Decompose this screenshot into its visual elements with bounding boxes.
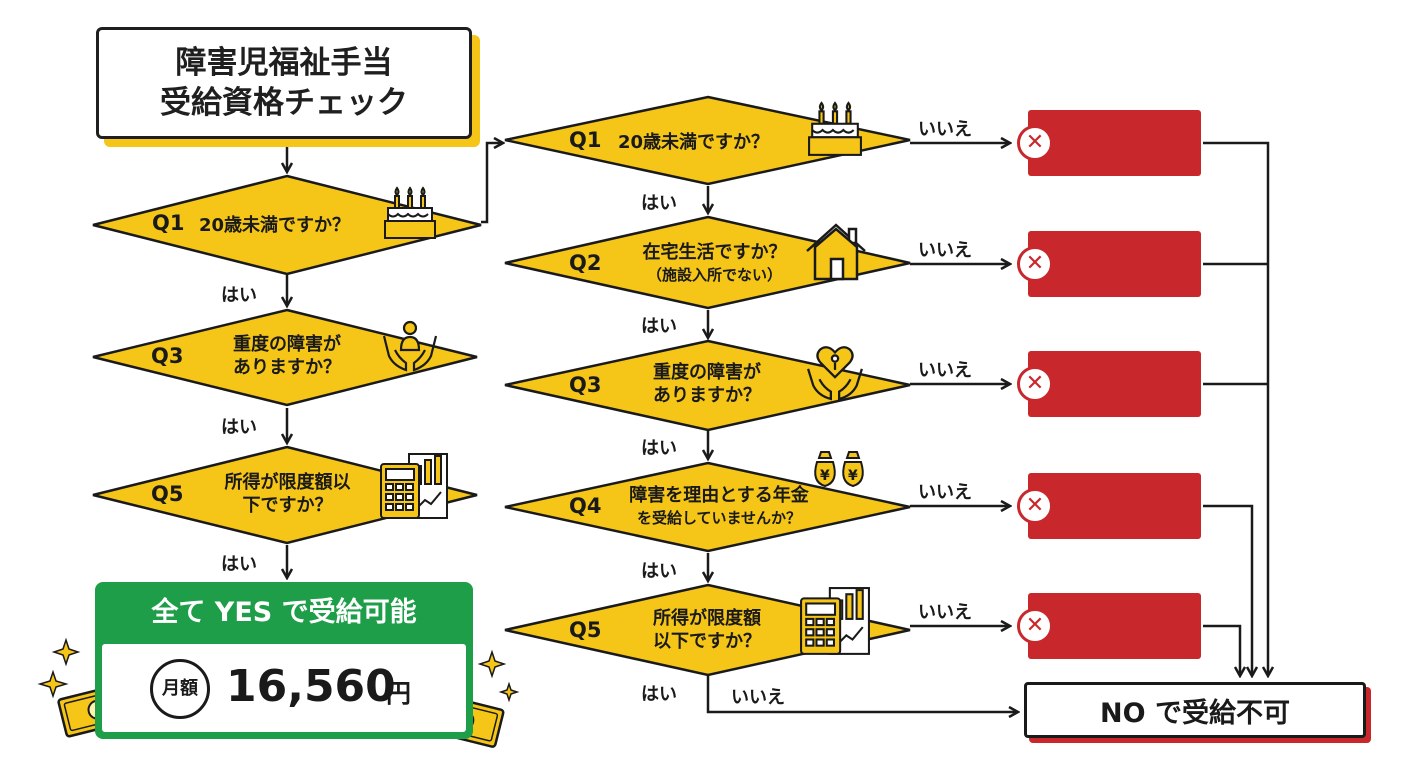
- yes-label: はい: [641, 561, 677, 582]
- stop-box-q3: [1028, 351, 1201, 417]
- title-box: 障害児福祉手当 受給資格チェック: [96, 27, 472, 139]
- left-q1-number: Q1: [152, 211, 185, 235]
- right-q4-text-line1: 障害を理由とする年金: [629, 485, 809, 506]
- right-q3-number: Q3: [569, 373, 602, 397]
- right-q4-text: 障害を理由とする年金 を受給していませんか？: [610, 484, 828, 530]
- yes-label: はい: [221, 554, 257, 575]
- birthday-cake-icon: [384, 186, 436, 239]
- right-q2-text: 在宅生活ですか？ （施設入所でない）: [622, 241, 807, 287]
- right-q2-text-line2: （施設入所でない）: [646, 266, 782, 284]
- no-label: いいえ: [918, 482, 972, 503]
- connectors: [287, 138, 1268, 712]
- no-label: いいえ: [918, 240, 972, 261]
- no-label: いいえ: [918, 119, 972, 140]
- amount-unit: 円: [386, 679, 412, 708]
- yen-money-bags-icon: ¥ ¥: [814, 451, 864, 488]
- result-yes-box: 全て YES で受給可能 月額 16,560 円: [95, 582, 473, 739]
- stop-box-q2: [1028, 231, 1201, 297]
- left-q5-text: 所得が限度額以 下ですか？: [200, 471, 375, 517]
- right-q5-number: Q5: [569, 618, 602, 642]
- result-amount-panel: 月額 16,560 円: [102, 644, 466, 732]
- amount-label-badge: 月額: [150, 659, 210, 719]
- right-q1-number: Q1: [569, 128, 602, 152]
- result-yes-title: 全て YES で受給可能: [151, 597, 417, 628]
- arrow-lq1-to-rq1: [481, 143, 503, 224]
- arrow-rq5-to-no: [706, 676, 1018, 712]
- left-q3-text-line2: ありますか？: [233, 357, 341, 378]
- yes-label: はい: [221, 417, 257, 438]
- result-no-box: NO で受給不可: [1024, 682, 1366, 738]
- no-label: いいえ: [918, 360, 972, 381]
- stop-box-q1: [1028, 110, 1201, 176]
- right-q5-text-line2: 以下ですか？: [653, 631, 761, 652]
- right-q5-text-line1: 所得が限度額: [653, 608, 761, 629]
- left-q3-text: 重度の障害が ありますか？: [212, 333, 362, 379]
- close-icon: ✕: [1017, 608, 1053, 644]
- title-line-1: 障害児福祉手当: [175, 45, 393, 81]
- line-stop4-to-no: [1203, 504, 1252, 676]
- close-icon: ✕: [1017, 246, 1053, 282]
- calculator-chart-icon: [800, 587, 870, 655]
- house-icon: [806, 223, 866, 281]
- right-q4-text-line2: を受給していませんか？: [636, 509, 802, 527]
- sparkle-icon: [51, 637, 81, 667]
- birthday-cake-icon: [808, 101, 862, 156]
- close-icon: ✕: [1017, 488, 1053, 524]
- close-icon: ✕: [1017, 366, 1053, 402]
- no-label: いいえ: [918, 602, 972, 623]
- calculator-chart-icon: [380, 453, 448, 519]
- left-q5-number: Q5: [151, 482, 184, 506]
- right-q2-text-line1: 在宅生活ですか？: [642, 242, 787, 263]
- left-q5-text-line1: 所得が限度額以: [224, 472, 351, 493]
- result-no-text: NO で受給不可: [1100, 697, 1290, 729]
- right-q2-number: Q2: [569, 251, 602, 275]
- right-q3-text-line1: 重度の障害が: [653, 362, 761, 383]
- left-q5-text-line2: 下ですか？: [242, 495, 333, 516]
- left-q1-text: 20歳未満ですか？: [199, 215, 351, 236]
- diamonds: [92, 95, 911, 677]
- sparkle-icon: [477, 649, 507, 679]
- right-q5-text: 所得が限度額 以下ですか？: [632, 607, 782, 653]
- yes-label: はい: [641, 193, 677, 214]
- caring-hands-icon: [382, 320, 438, 372]
- right-q3-text: 重度の障害が ありますか？: [632, 361, 782, 407]
- sparkle-icon: [37, 669, 69, 699]
- diamond-right-q4: [504, 461, 911, 553]
- yes-label: はい: [221, 285, 257, 306]
- line-stop5-to-no: [1203, 624, 1240, 676]
- yes-label: はい: [641, 438, 677, 459]
- right-q1-text: 20歳未満ですか？: [618, 132, 770, 153]
- left-q3-text-line1: 重度の障害が: [233, 334, 341, 355]
- yes-label: はい: [641, 684, 677, 705]
- yen-sign: ¥: [820, 468, 830, 484]
- no-label: いいえ: [731, 687, 785, 708]
- yes-label: はい: [641, 316, 677, 337]
- line-stop1-to-no: [1203, 141, 1268, 676]
- yen-sign: ¥: [848, 468, 858, 484]
- close-icon: ✕: [1017, 125, 1053, 161]
- left-q3-number: Q3: [151, 344, 184, 368]
- stop-box-q5: [1028, 593, 1201, 659]
- heart-hands-icon: [807, 346, 863, 401]
- amount-value: 16,560: [226, 661, 396, 712]
- title-line-2: 受給資格チェック: [160, 85, 408, 121]
- sparkle-icon: [498, 681, 520, 703]
- right-q3-text-line2: ありますか？: [653, 385, 761, 406]
- stop-box-q4: [1028, 473, 1201, 539]
- right-q4-number: Q4: [569, 494, 602, 518]
